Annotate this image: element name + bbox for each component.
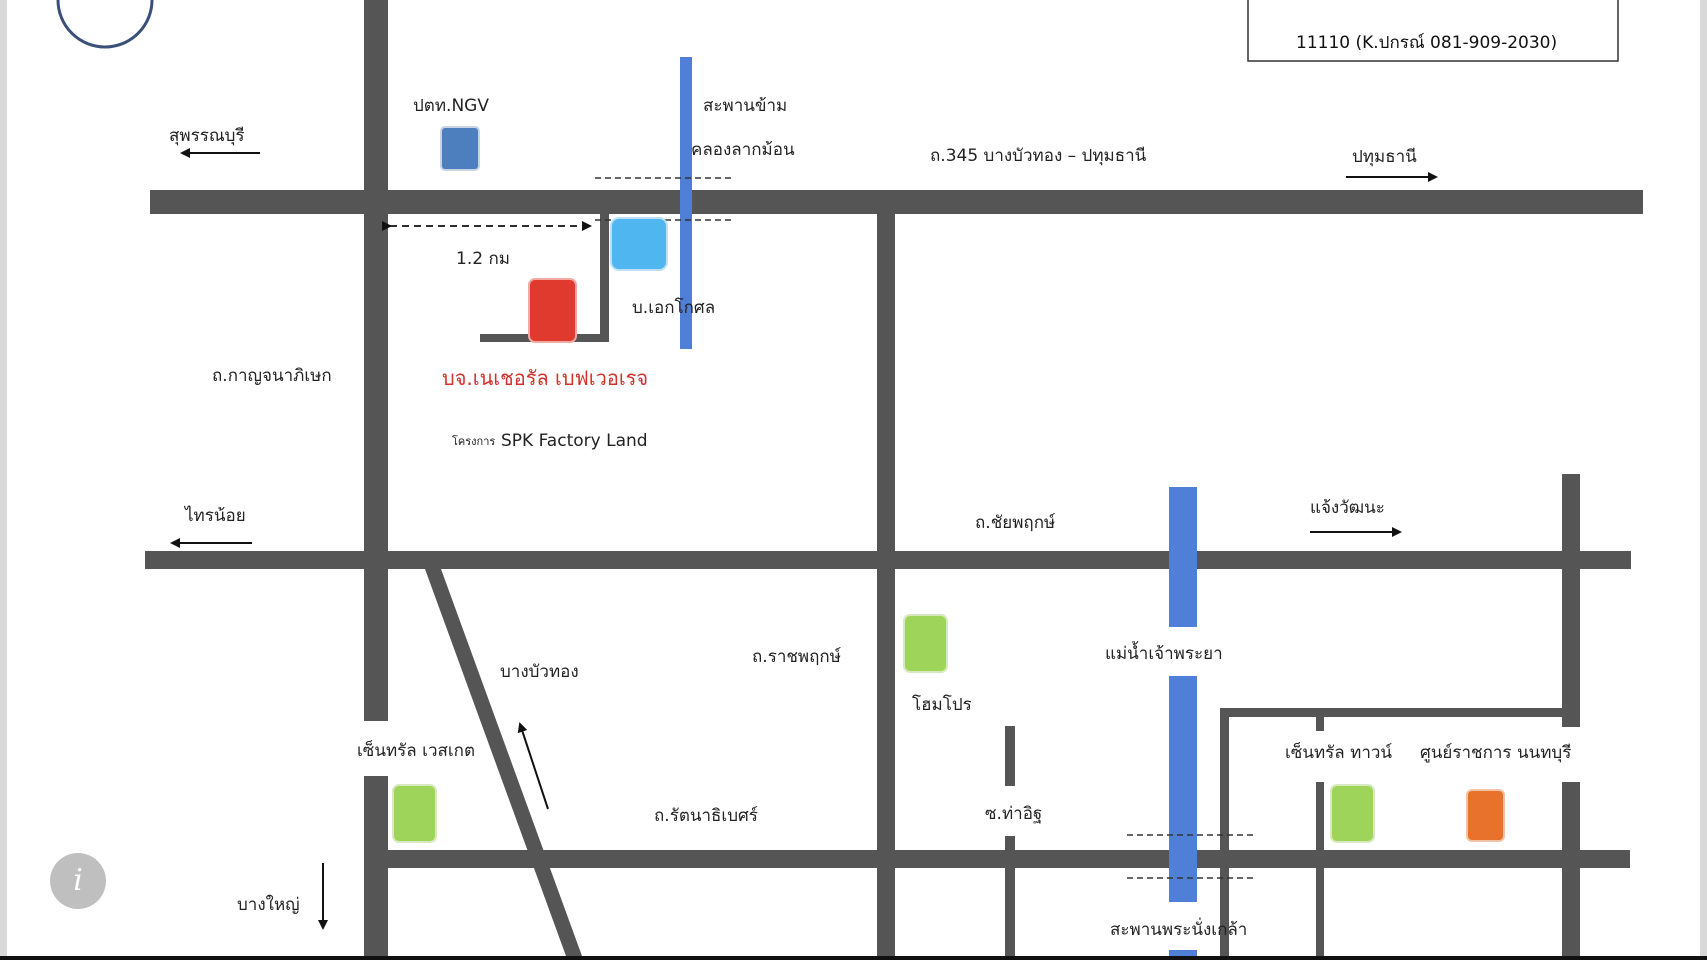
contact-box bbox=[1247, 0, 1619, 62]
company-marker bbox=[528, 278, 577, 343]
label-central-town: เซ็นทรัล ทาวน์ bbox=[1285, 741, 1392, 763]
westgate-marker bbox=[392, 784, 437, 843]
chao-phraya-bottom bbox=[1169, 950, 1197, 956]
road-central-town-h bbox=[1220, 708, 1570, 717]
label-road-345: ถ.345 บางบัวทอง – ปทุมธานี bbox=[930, 146, 1147, 166]
label-chaengwattana: แจ้งวัฒนะ bbox=[1310, 498, 1385, 518]
road-central-town-v bbox=[1220, 708, 1229, 956]
label-distance: 1.2 กม bbox=[456, 249, 510, 269]
road-right-vertical-lower bbox=[1562, 782, 1580, 956]
label-sainoi: ไทรน้อย bbox=[183, 505, 246, 526]
ekkosol-marker bbox=[610, 217, 668, 271]
label-ngv: ปตท.NGV bbox=[413, 96, 489, 116]
logo-circle bbox=[56, 0, 154, 49]
label-chaiyaphruek: ถ.ชัยพฤกษ์ bbox=[975, 513, 1056, 533]
label-kanchanaphisek: ถ.กาญจนาภิเษก bbox=[212, 366, 332, 386]
label-bangyai: บางใหญ่ bbox=[237, 894, 300, 915]
ngv-station-marker bbox=[440, 126, 480, 171]
label-pathum: ปทุมธานี bbox=[1352, 147, 1417, 167]
label-westgate: เซ็นทรัล เวสเกต bbox=[357, 739, 475, 761]
page-border-left bbox=[0, 0, 7, 960]
label-ekkosol: บ.เอกโกศล bbox=[632, 297, 715, 318]
access-road-v bbox=[600, 214, 609, 342]
label-bridge-2: คลองลากม้อน bbox=[691, 140, 795, 160]
homepro-marker bbox=[903, 614, 948, 673]
road-kanchanaphisek-lower bbox=[364, 569, 388, 721]
road-kanchanaphisek-bottom bbox=[364, 776, 388, 956]
label-bangbuathong: บางบัวทอง bbox=[500, 662, 579, 682]
label-ratchaphruek: ถ.ราชพฤกษ์ bbox=[752, 647, 841, 667]
road-345 bbox=[150, 190, 1643, 214]
label-bridge-1: สะพานข้าม bbox=[703, 96, 787, 116]
soi-tha-it-lower bbox=[1005, 836, 1015, 956]
label-homepro: โฮมโปร bbox=[912, 694, 972, 715]
road-kanchanaphisek-upper bbox=[364, 0, 388, 552]
road-bangbuathong bbox=[425, 569, 582, 956]
label-tha-it: ซ.ท่าอิฐ bbox=[985, 804, 1042, 824]
soi-tha-it-upper bbox=[1005, 726, 1015, 786]
central-town-marker bbox=[1330, 784, 1375, 843]
contact-text: 11110 (K.ปกรณ์ 081-909-2030) bbox=[1296, 33, 1557, 53]
info-button[interactable]: i bbox=[50, 853, 106, 909]
label-project: SPK Factory Land bbox=[501, 431, 648, 451]
klong-lak-mon bbox=[680, 57, 692, 349]
road-gov-v-lower bbox=[1316, 782, 1324, 956]
page-border-bottom bbox=[0, 956, 1707, 960]
label-suphan: สุพรรณบุรี bbox=[169, 126, 245, 146]
chao-phraya-lower bbox=[1169, 676, 1197, 902]
page-border-right bbox=[1700, 0, 1707, 960]
label-project-prefix: โครงการ bbox=[452, 434, 495, 448]
label-nangklao: สะพานพระนั่งเกล้า bbox=[1110, 917, 1247, 940]
gov-center-marker bbox=[1466, 789, 1505, 842]
chao-phraya-upper bbox=[1169, 487, 1197, 627]
label-company: บจ.เนเชอรัล เบฟเวอเรจ bbox=[442, 366, 648, 390]
label-river: แม่น้ำเจ้าพระยา bbox=[1105, 641, 1223, 664]
road-right-vertical-upper bbox=[1562, 474, 1580, 727]
arrow-bangbuathong bbox=[517, 722, 549, 810]
label-gov-center: ศูนย์ราชการ นนทบุรี bbox=[1420, 743, 1571, 763]
label-rattanathibet: ถ.รัตนาธิเบศร์ bbox=[654, 806, 758, 826]
road-gov-v bbox=[1316, 717, 1324, 731]
road-ratchaphruek bbox=[877, 214, 895, 956]
